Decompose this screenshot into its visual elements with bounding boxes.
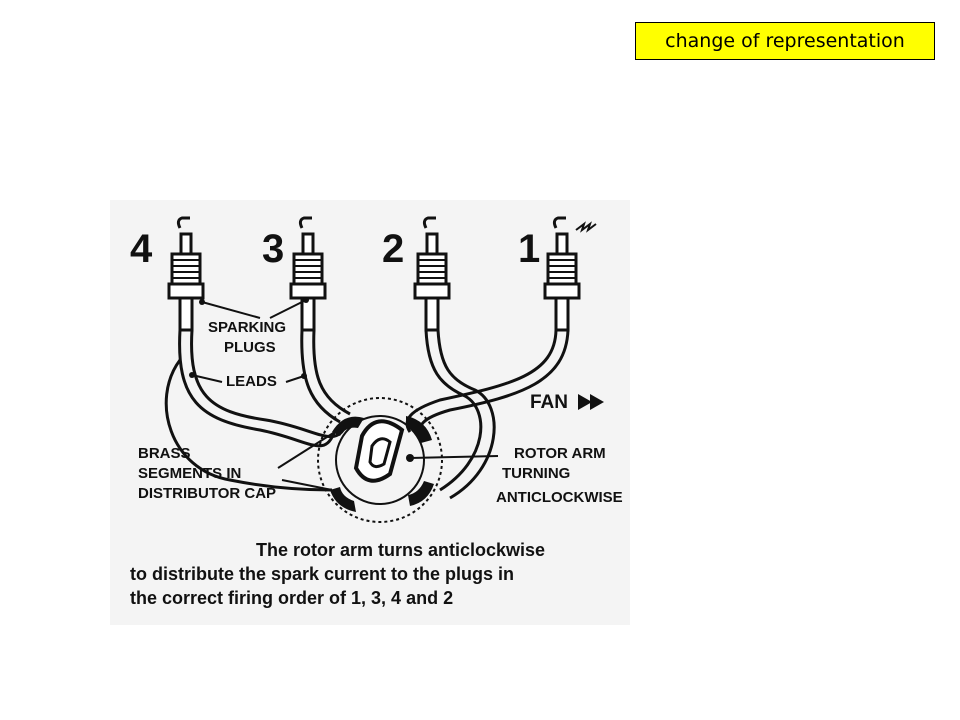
plug-number-1: 1 — [518, 227, 540, 271]
rotor-arm — [353, 419, 405, 483]
brass-segment-bottom-left — [330, 487, 356, 512]
spark-plug-4 — [167, 216, 205, 332]
caption-line-1: The rotor arm turns anticlockwise — [256, 540, 545, 560]
caption-line-2: to distribute the spark current to the p… — [130, 564, 514, 584]
label-turning: TURNING — [502, 465, 570, 482]
label-segments-in: SEGMENTS IN — [138, 465, 241, 482]
pointer-dot — [406, 454, 414, 462]
representation-tag: change of representation — [635, 22, 935, 60]
label-fan: FAN — [530, 392, 568, 413]
distributor-cap — [317, 397, 443, 523]
caption-line-3: the correct firing order of 1, 3, 4 and … — [130, 588, 453, 608]
label-distributor-cap: DISTRIBUTOR CAP — [138, 485, 276, 502]
spark-icon — [575, 221, 597, 233]
fan-arrow-icon — [578, 394, 604, 410]
distributor-diagram: 4 3 2 1 — [110, 200, 630, 625]
spark-plug-2 — [413, 216, 451, 332]
brass-segment-top-right — [406, 416, 432, 443]
brass-segment-top-left — [332, 416, 364, 436]
pointer-lines — [191, 299, 499, 491]
label-rotor-arm: ROTOR ARM — [514, 445, 606, 462]
pointer-dot — [199, 299, 205, 305]
label-leads: LEADS — [226, 373, 277, 390]
plug-number-2: 2 — [382, 227, 404, 271]
pointer-dot — [303, 297, 309, 303]
spark-plug-3 — [289, 216, 327, 332]
pointer-dot — [189, 372, 195, 378]
label-sparking: SPARKING — [208, 319, 286, 336]
plug-number-3: 3 — [262, 227, 284, 271]
plug-number-4: 4 — [130, 227, 153, 271]
brass-segment-bottom-right — [408, 481, 434, 506]
label-plugs: PLUGS — [224, 339, 276, 356]
spark-plug-1 — [543, 216, 581, 332]
label-anticlockwise: ANTICLOCKWISE — [496, 489, 623, 506]
label-brass: BRASS — [138, 445, 191, 462]
diagram-svg: 4 3 2 1 — [110, 200, 630, 625]
pointer-dot — [301, 373, 307, 379]
